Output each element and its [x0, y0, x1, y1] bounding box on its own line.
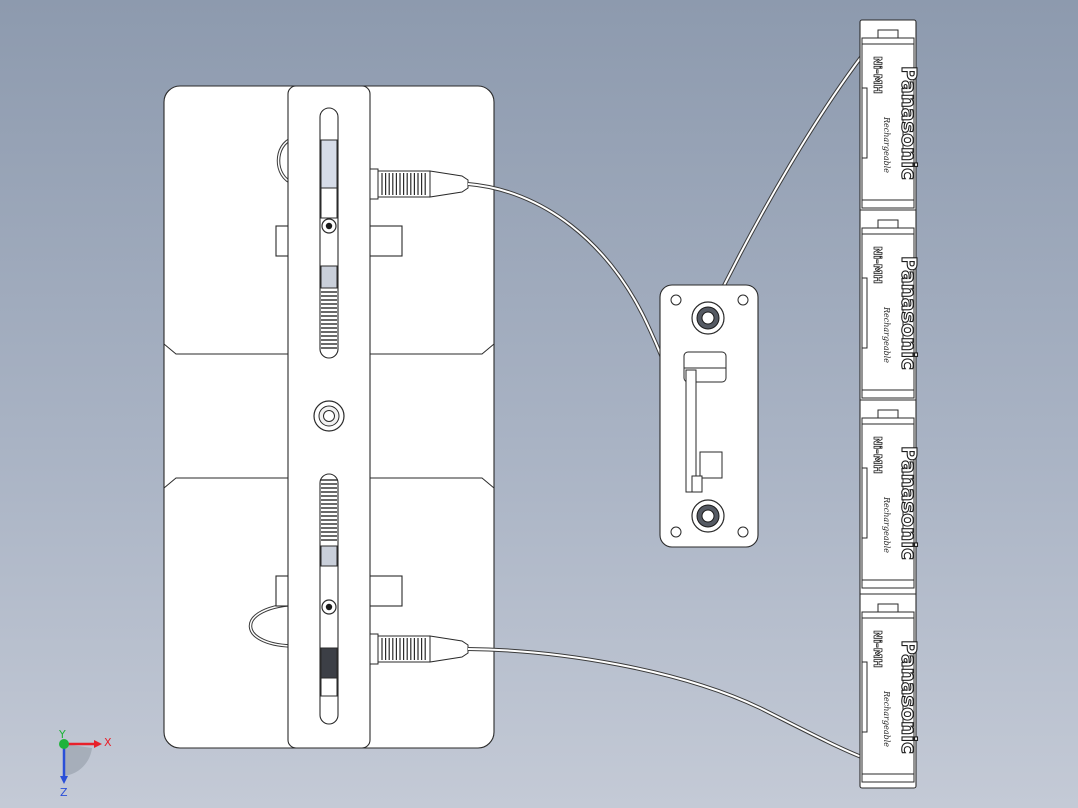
cell-clip [902, 661, 915, 733]
connector-plug-top[interactable] [369, 168, 469, 200]
orientation-triad: X Y Z [58, 728, 112, 799]
gear-rack-top [321, 291, 337, 349]
cell-clip [902, 87, 915, 159]
battery-chem-label: Ni-MH [871, 56, 884, 94]
switch-plate[interactable] [659, 284, 759, 548]
battery-chem-label: Ni-MH [871, 630, 884, 668]
x-axis-label: X [104, 736, 112, 749]
battery-cell[interactable]: Panasonic Ni-MH Rechargeable [861, 409, 922, 589]
center-bolt[interactable] [313, 400, 345, 432]
battery-type-label: Rechargeable [882, 306, 891, 363]
battery-chem-label: Ni-MH [871, 436, 884, 474]
battery-type-label: Rechargeable [882, 496, 891, 553]
battery-terminal [877, 603, 899, 613]
battery-brand-label: Panasonic [897, 446, 921, 560]
cable-bottom-to-battery[interactable] [467, 647, 865, 760]
battery-terminal [877, 409, 899, 419]
slider-block-top[interactable] [320, 139, 338, 289]
battery-terminal [877, 29, 899, 39]
battery-type-label: Rechargeable [882, 690, 891, 747]
cell-clip [902, 277, 915, 349]
terminal-bottom[interactable] [691, 499, 725, 533]
battery-terminal [877, 219, 899, 229]
battery-brand-label: Panasonic [897, 66, 921, 180]
battery-type-label: Rechargeable [882, 116, 891, 173]
gear-rack-bottom [321, 479, 337, 541]
y-axis-label: Y [58, 728, 66, 741]
y-axis-dot [59, 739, 69, 749]
terminal-top[interactable] [691, 301, 725, 335]
slider-block-bottom[interactable] [320, 545, 338, 697]
connector-plug-bottom[interactable] [369, 633, 469, 665]
battery-cell[interactable]: Panasonic Ni-MH Rechargeable [861, 29, 922, 209]
battery-chem-label: Ni-MH [871, 246, 884, 284]
battery-brand-label: Panasonic [897, 640, 921, 754]
cable-switch-to-battery[interactable] [706, 46, 870, 319]
battery-holder[interactable] [859, 19, 917, 789]
battery-cell[interactable]: Panasonic Ni-MH Rechargeable [861, 219, 922, 399]
battery-brand-label: Panasonic [897, 256, 921, 370]
battery-cell[interactable]: Panasonic Ni-MH Rechargeable [861, 603, 922, 783]
cell-clip [902, 467, 915, 539]
z-axis-label: Z [60, 786, 68, 799]
